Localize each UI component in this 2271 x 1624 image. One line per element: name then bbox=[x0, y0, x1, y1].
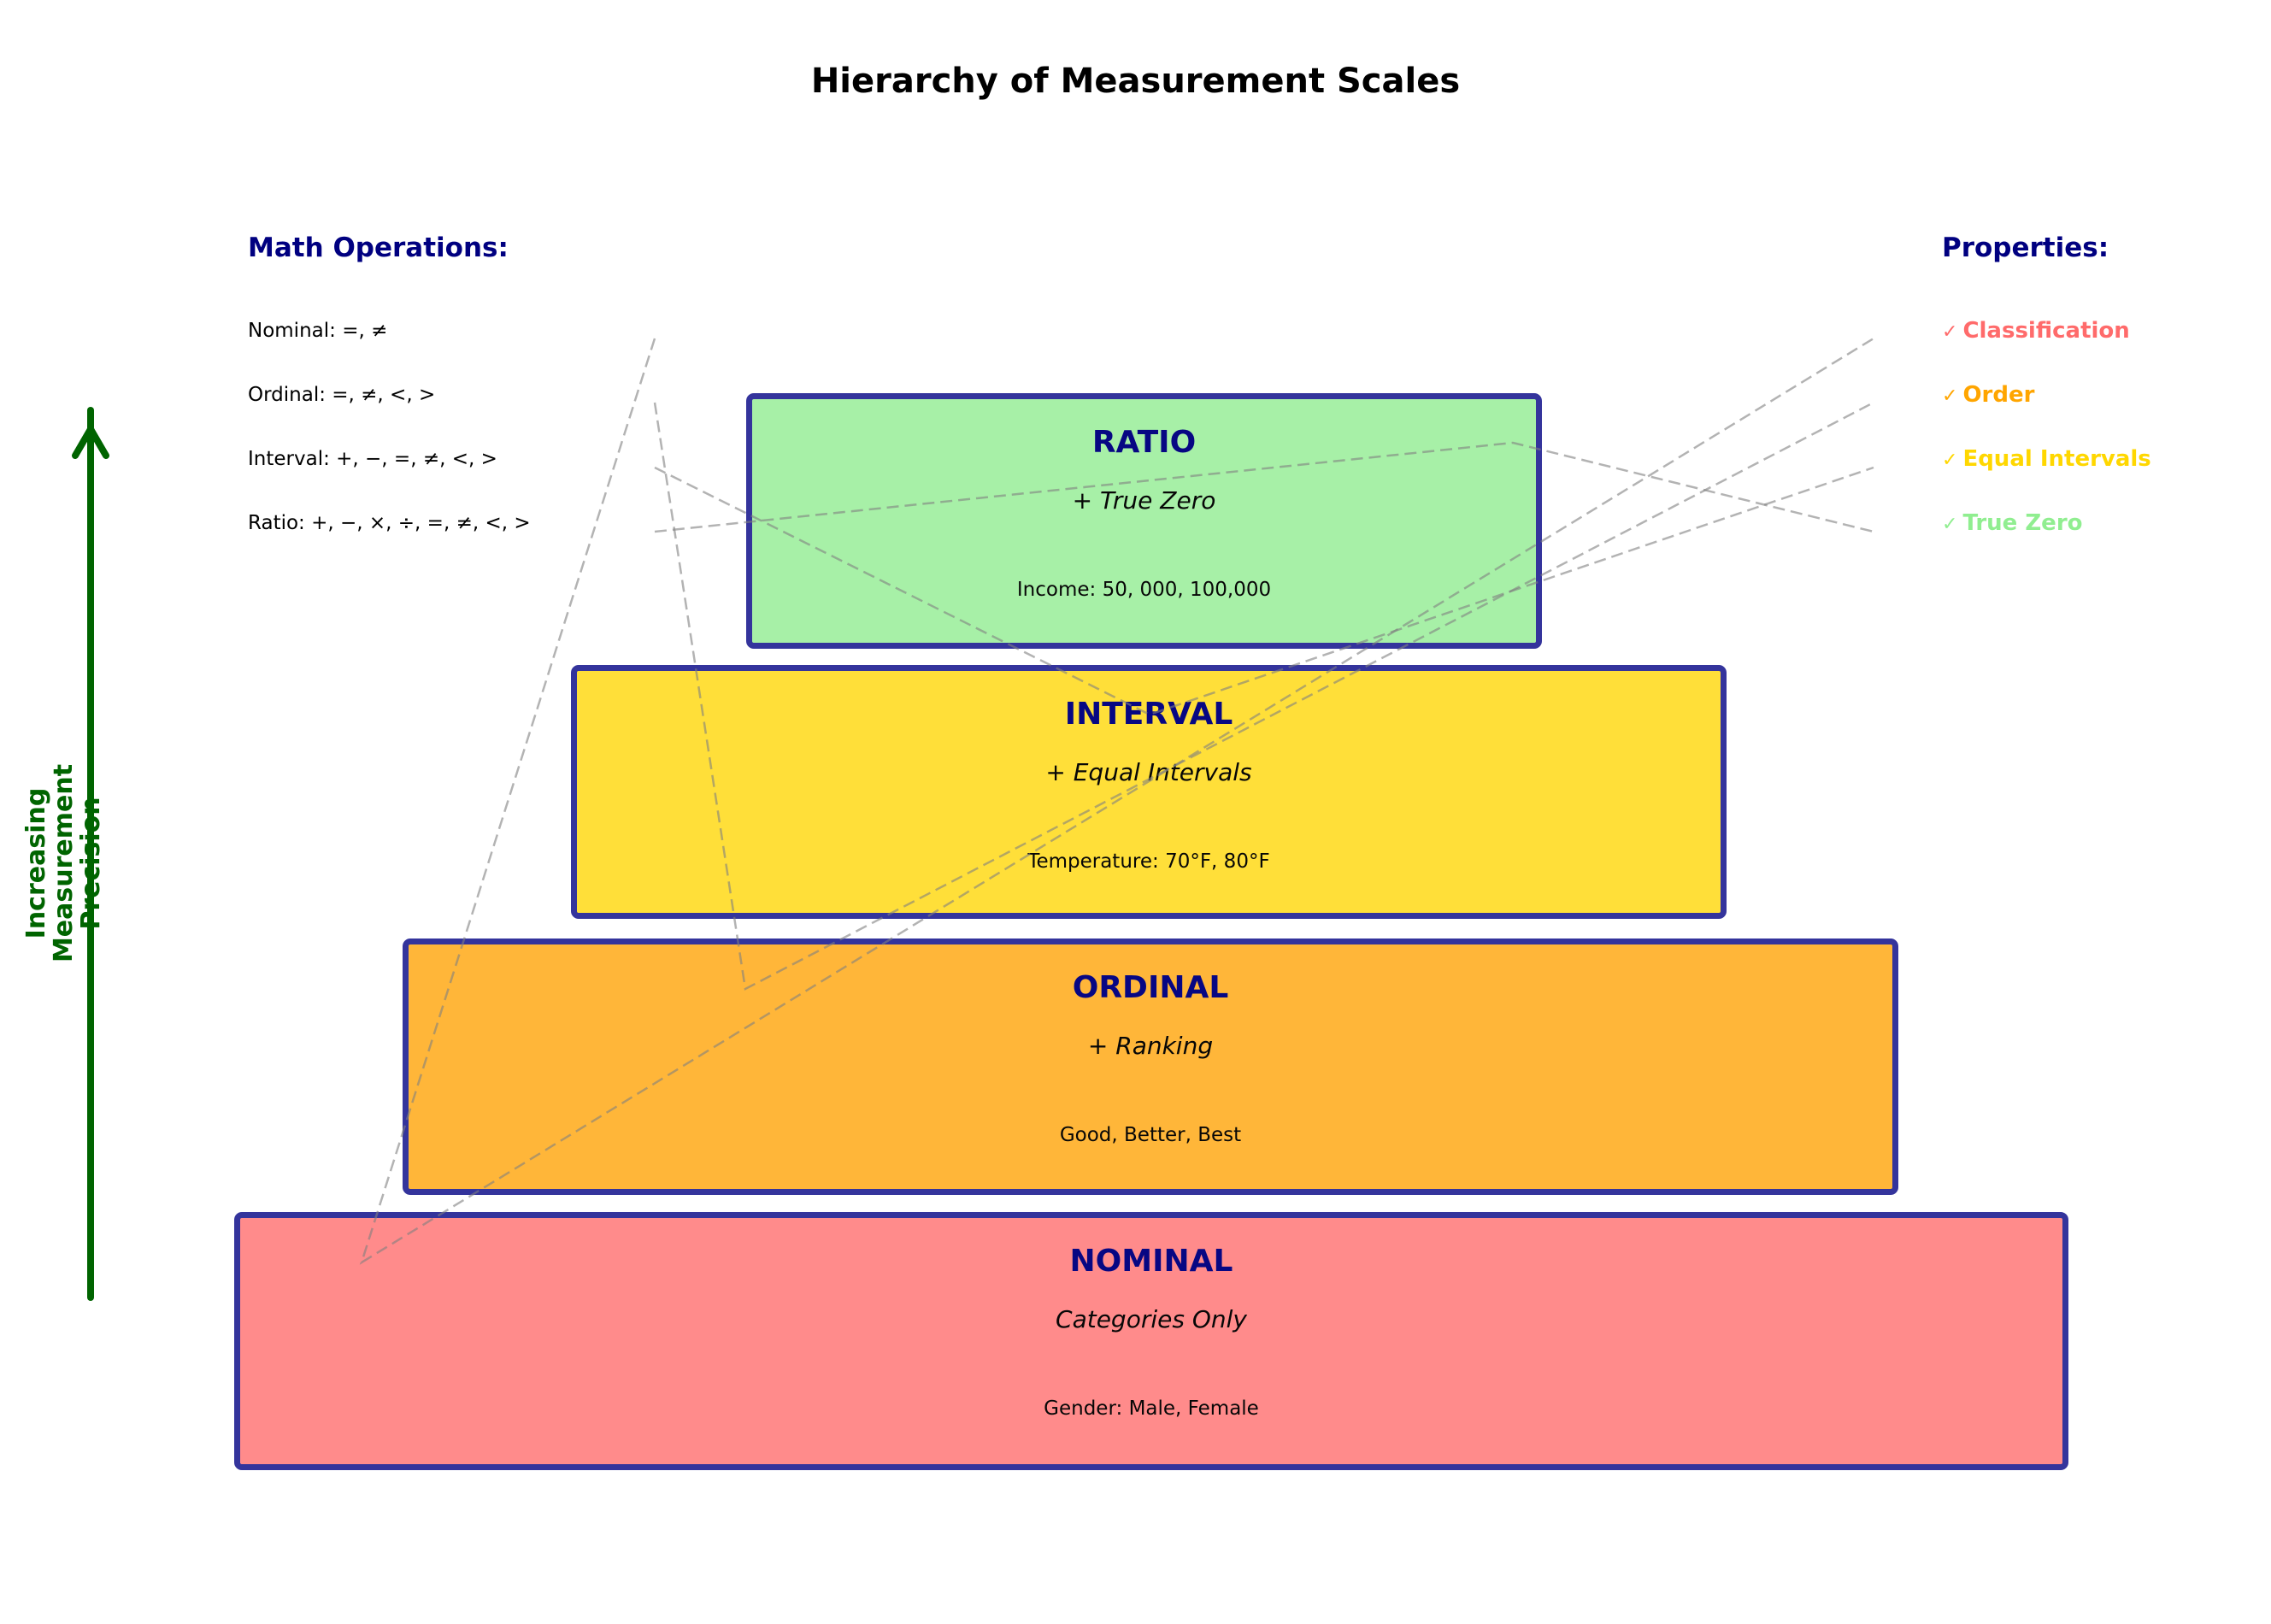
properties-header: Properties: bbox=[1942, 232, 2109, 263]
scale-box-interval: INTERVAL + Equal Intervals Temperature: … bbox=[571, 665, 1727, 919]
scale-subtitle: + Equal Intervals bbox=[1045, 758, 1252, 786]
check-icon: ✓ bbox=[1942, 514, 1958, 535]
scale-example: Income: 50, 000, 100,000 bbox=[1016, 579, 1272, 601]
math-op-ratio: Ratio: +, −, ×, ÷, =, ≠, <, > bbox=[248, 512, 531, 534]
scale-box-ratio: RATIO + True Zero Income: 50, 000, 100,0… bbox=[746, 393, 1542, 649]
scale-name: RATIO bbox=[1091, 425, 1197, 460]
math-op-nominal: Nominal: =, ≠ bbox=[248, 320, 388, 342]
scale-subtitle: Categories Only bbox=[1056, 1305, 1247, 1333]
precision-arrow bbox=[72, 407, 109, 1301]
scale-box-nominal: NOMINAL Categories Only Gender: Male, Fe… bbox=[234, 1212, 2068, 1470]
diagram-title: Hierarchy of Measurement Scales bbox=[810, 62, 1461, 101]
scale-example: Temperature: 70°F, 80°F bbox=[1027, 850, 1270, 873]
precision-label-line: Precision bbox=[76, 797, 106, 930]
scale-name: INTERVAL bbox=[1064, 697, 1233, 732]
check-icon: ✓ bbox=[1942, 321, 1958, 343]
property-equal-intervals: ✓Equal Intervals bbox=[1942, 446, 2151, 472]
property-label: Equal Intervals bbox=[1962, 446, 2151, 472]
scale-example: Good, Better, Best bbox=[1059, 1124, 1242, 1146]
scale-subtitle: + True Zero bbox=[1072, 486, 1216, 515]
scale-name: NOMINAL bbox=[1069, 1244, 1233, 1279]
scale-example: Gender: Male, Female bbox=[1044, 1397, 1259, 1420]
precision-label-line: Increasing bbox=[21, 787, 51, 939]
math-op-ordinal: Ordinal: =, ≠, <, > bbox=[248, 384, 436, 406]
property-classification: ✓Classification bbox=[1942, 318, 2130, 344]
property-label: Order bbox=[1962, 382, 2035, 408]
scale-subtitle: + Ranking bbox=[1087, 1032, 1214, 1060]
scale-name: ORDINAL bbox=[1072, 970, 1229, 1005]
precision-label-line: Measurement bbox=[49, 763, 79, 963]
property-label: Classification bbox=[1962, 318, 2130, 344]
property-true-zero: ✓True Zero bbox=[1942, 510, 2083, 536]
math-operations-header: Math Operations: bbox=[248, 232, 509, 263]
property-order: ✓Order bbox=[1942, 382, 2034, 408]
arrow-up-icon bbox=[72, 426, 109, 459]
check-icon: ✓ bbox=[1942, 385, 1958, 407]
check-icon: ✓ bbox=[1942, 450, 1958, 471]
math-op-interval: Interval: +, −, =, ≠, <, > bbox=[248, 448, 497, 470]
property-label: True Zero bbox=[1962, 510, 2083, 536]
scale-box-ordinal: ORDINAL + Ranking Good, Better, Best bbox=[403, 939, 1898, 1195]
